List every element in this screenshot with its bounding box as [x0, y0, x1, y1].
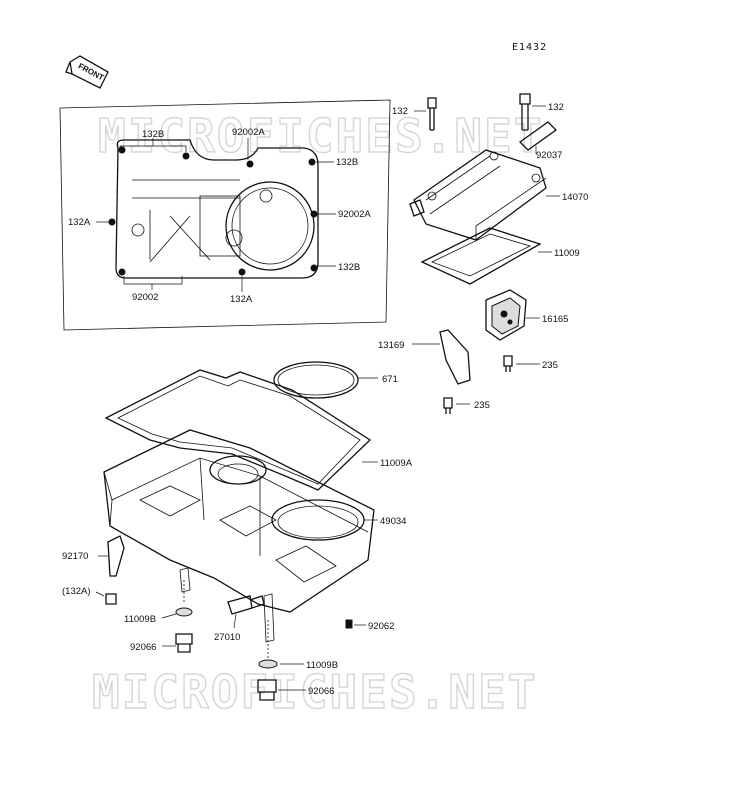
label-11009: 11009 — [554, 248, 580, 259]
label-16165: 16165 — [542, 314, 568, 325]
oil-pan — [103, 429, 378, 643]
label-92170: 92170 — [62, 551, 88, 562]
label-92066-right: 92066 — [308, 686, 334, 697]
label-92066-left: 92066 — [130, 642, 156, 653]
label-11009B-right: 11009B — [306, 660, 338, 671]
label-132B-top: 132B — [142, 129, 164, 140]
lower-small-parts — [95, 535, 366, 701]
label-92002A-top: 92002A — [232, 127, 265, 138]
diagram-code: E1432 — [512, 42, 547, 53]
label-235-right: 235 — [542, 360, 558, 371]
label-49034: 49034 — [380, 516, 406, 527]
label-132A-paren: (132A) — [62, 586, 91, 597]
label-92002A-right: 92002A — [338, 209, 371, 220]
label-132A-bottom: 132A — [230, 294, 253, 305]
label-235-bottom: 235 — [474, 400, 490, 411]
oil-pan-gasket — [104, 369, 378, 491]
watermark-bottom: MICROFICHES.NET — [92, 665, 537, 719]
label-92037: 92037 — [536, 150, 562, 161]
o-ring — [273, 361, 378, 399]
label-27010: 27010 — [214, 632, 240, 643]
label-13169: 13169 — [378, 340, 404, 351]
label-92062: 92062 — [368, 621, 394, 632]
front-arrow-icon: FRONT — [65, 55, 109, 89]
label-132B-right-top: 132B — [336, 157, 358, 168]
label-92002: 92002 — [132, 292, 158, 303]
label-14070: 14070 — [562, 192, 588, 203]
watermark-top: MICROFICHES.NET — [98, 109, 543, 163]
label-132-left: 132 — [392, 106, 408, 117]
inset-box — [59, 99, 391, 331]
label-132A-left: 132A — [68, 217, 91, 228]
label-132-right: 132 — [548, 102, 564, 113]
label-671: 671 — [382, 374, 398, 385]
label-132B-right-bottom: 132B — [338, 262, 360, 273]
breather-cover-assembly — [409, 93, 560, 414]
label-11009A: 11009A — [380, 458, 413, 469]
label-11009B-left: 11009B — [124, 614, 156, 625]
